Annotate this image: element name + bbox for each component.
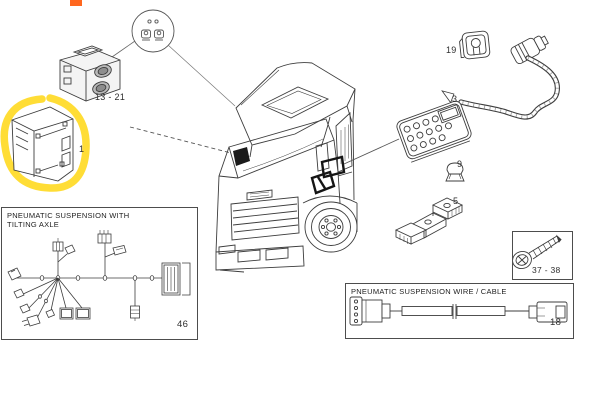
leader-line-dashed (129, 126, 232, 154)
part-ref-switch: 13 - 21 (95, 92, 126, 102)
bracket-drawing (394, 197, 464, 245)
switch-symbol-callout-icon (111, 9, 236, 107)
cable-box-title: PNEUMATIC SUSPENSION WIRE / CABLE (351, 287, 507, 296)
leader-line-solid (343, 138, 400, 165)
coiled-cable-drawing (458, 55, 560, 120)
cable-box: PNEUMATIC SUSPENSION WIRE / CABLE (345, 283, 574, 339)
rocker-switch-drawing (59, 45, 121, 102)
part-ref-screw: 37 - 38 (532, 265, 561, 275)
wiring-harness-drawing (7, 230, 191, 327)
part-ref-keypad: 3 (452, 94, 458, 104)
part-ref-clip: 19 (446, 45, 457, 55)
suspension-cable-drawing (349, 296, 568, 326)
screw-box (512, 231, 573, 280)
harness-box-title-line1: PNEUMATIC SUSPENSION WITH (7, 211, 130, 220)
highlight-marker (0, 94, 90, 192)
part-ref-control-unit: 1 (79, 144, 85, 154)
grommet-drawing (445, 162, 465, 182)
clip-drawing (459, 30, 491, 60)
harness-box: PNEUMATIC SUSPENSION WITH TILTING AXLE (1, 207, 198, 340)
screw-drawing (512, 234, 562, 270)
control-unit-drawing (11, 106, 74, 182)
harness-box-title: PNEUMATIC SUSPENSION WITH TILTING AXLE (7, 211, 129, 229)
door-location-markers (310, 155, 346, 195)
truck-cab-drawing (215, 62, 358, 273)
part-ref-cable: 18 (550, 317, 562, 328)
part-ref-harness: 46 (177, 319, 189, 330)
keypad-drawing (396, 90, 472, 163)
part-ref-bracket: 5 (453, 196, 459, 206)
harness-box-title-line2: TILTING AXLE (7, 220, 60, 229)
windshield-location-marker (233, 147, 250, 166)
part-ref-grommet: 9 (457, 159, 463, 169)
orange-crop-mark (70, 0, 82, 6)
